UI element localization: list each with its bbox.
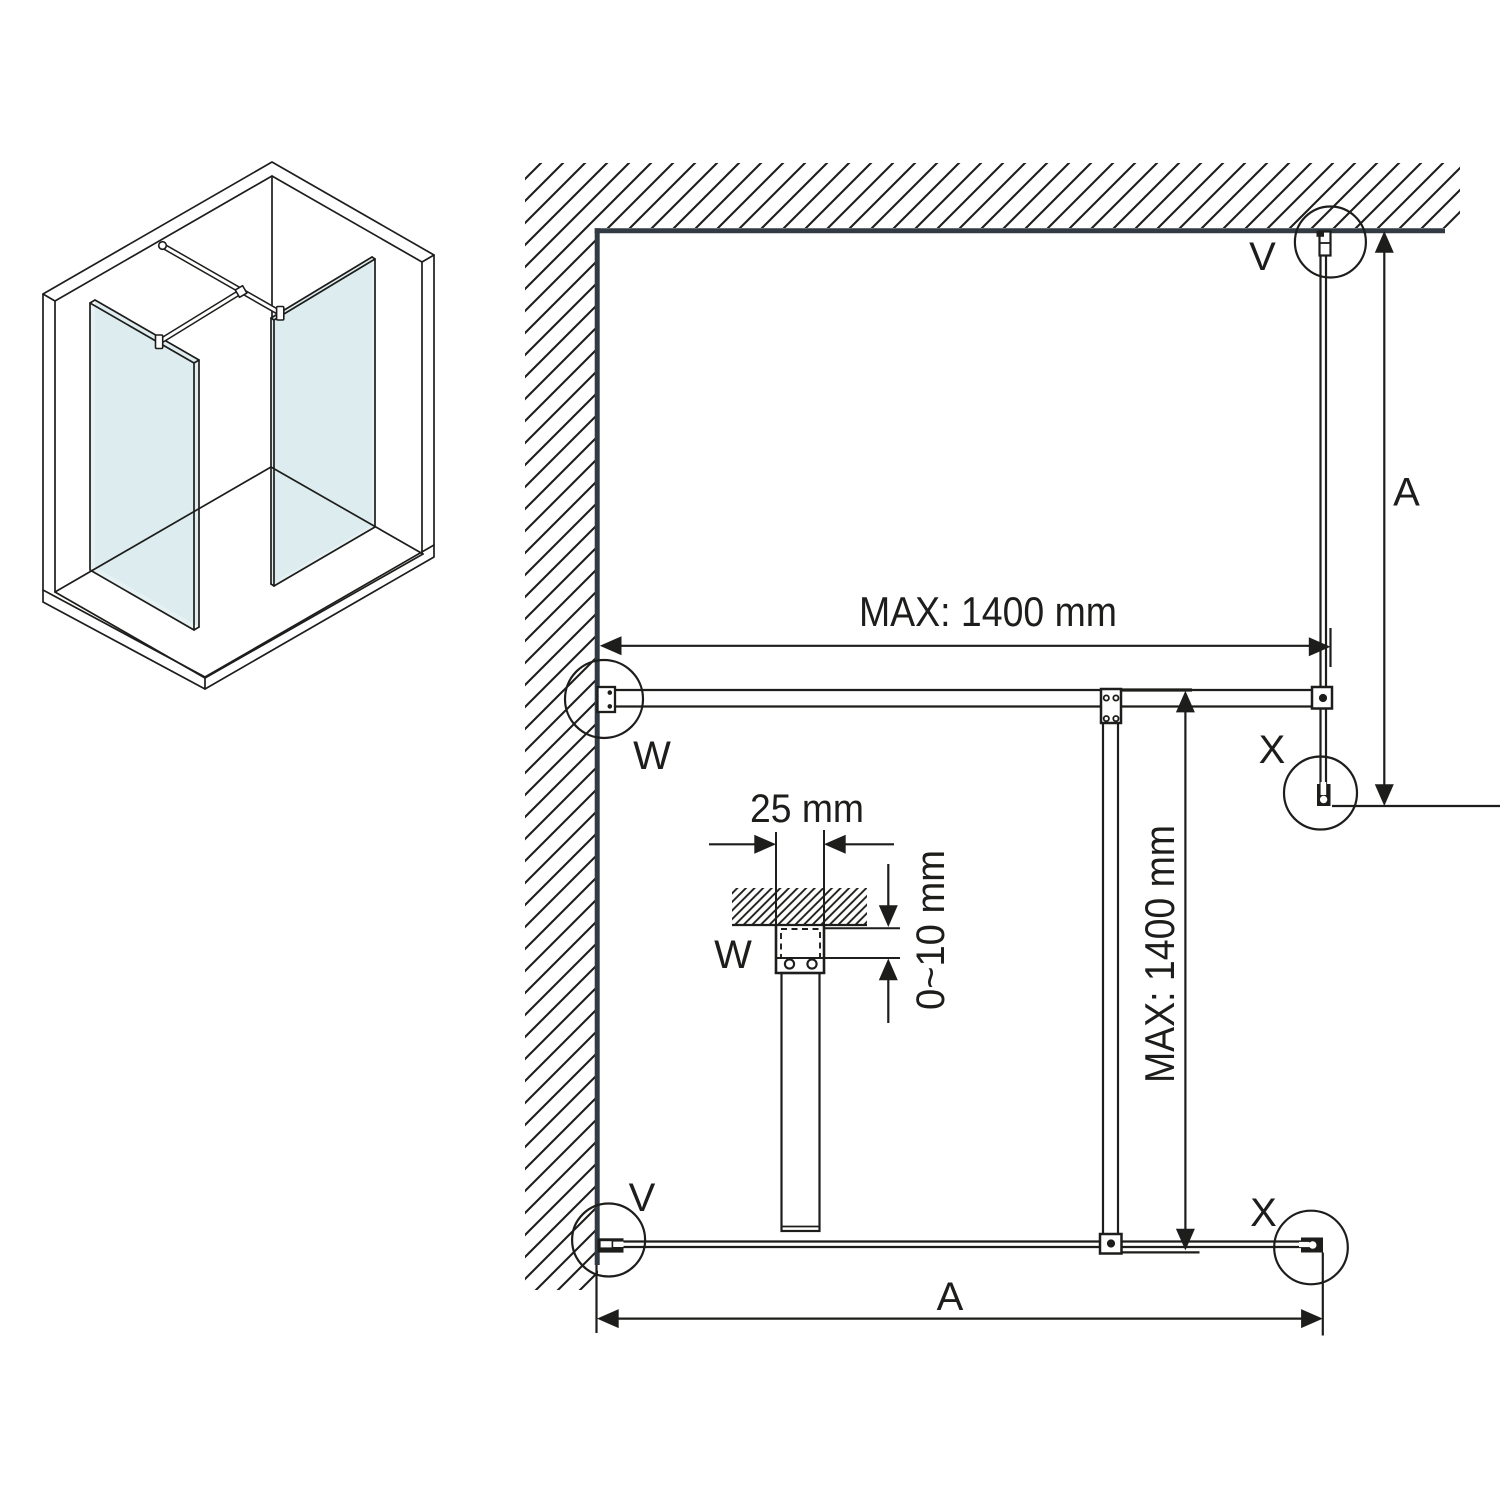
svg-text:MAX: 1400 mm: MAX: 1400 mm [859, 588, 1117, 635]
svg-text:25 mm: 25 mm [750, 787, 864, 831]
svg-text:V: V [629, 1176, 656, 1220]
svg-text:X: X [1250, 1191, 1277, 1235]
svg-text:W: W [633, 734, 671, 778]
svg-text:X: X [1259, 728, 1286, 772]
svg-text:A: A [1393, 471, 1420, 515]
svg-text:A: A [937, 1275, 964, 1319]
svg-text:0~10 mm: 0~10 mm [909, 850, 953, 1010]
svg-text:W: W [714, 933, 752, 977]
svg-text:V: V [1249, 235, 1276, 279]
svg-text:MAX: 1400 mm: MAX: 1400 mm [1136, 825, 1183, 1083]
